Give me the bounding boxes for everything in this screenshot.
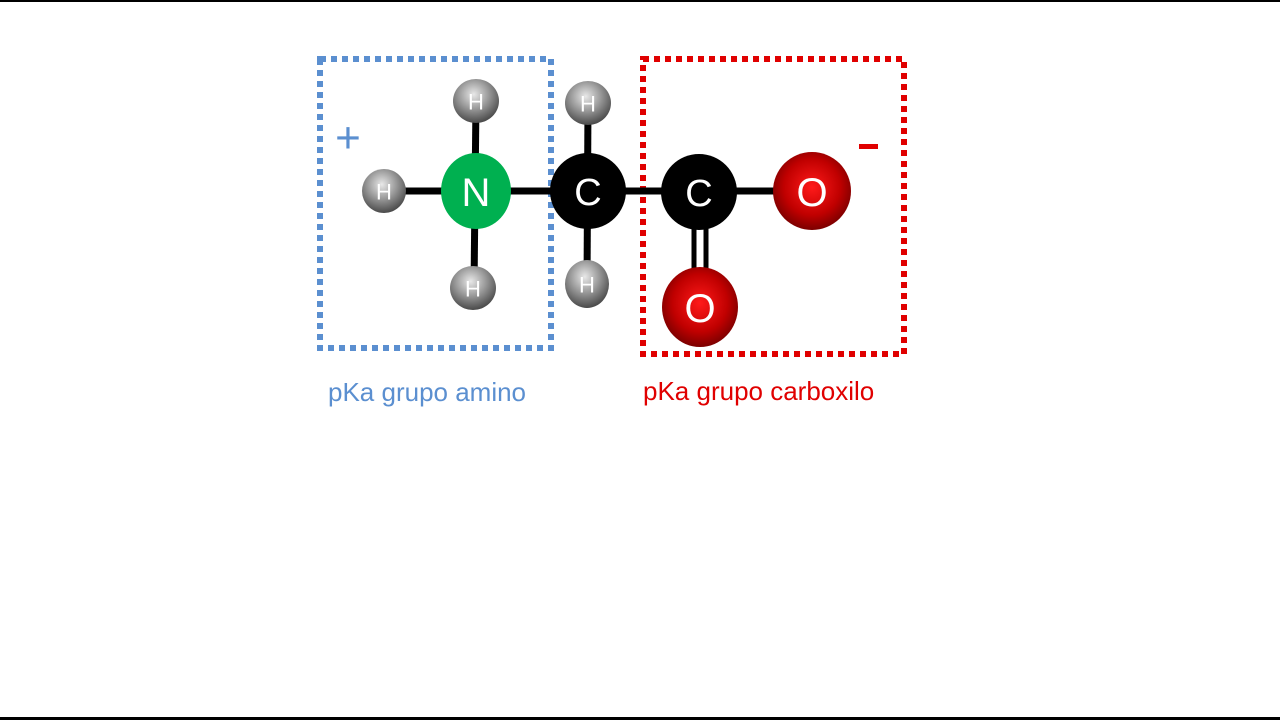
carbon-atom: C bbox=[550, 153, 626, 229]
oxygen-atom: O bbox=[773, 152, 851, 230]
negative-charge-mark bbox=[859, 144, 878, 149]
oxygen-atom: O bbox=[662, 267, 738, 347]
svg-text:N: N bbox=[462, 171, 491, 215]
carboxyl-group-label: pKa grupo carboxilo bbox=[643, 376, 875, 406]
nitrogen-atom: N bbox=[441, 153, 511, 229]
hydrogen-atom: H bbox=[565, 81, 611, 125]
svg-text:H: H bbox=[579, 273, 595, 298]
top-border bbox=[0, 0, 1280, 2]
svg-text:H: H bbox=[468, 90, 484, 115]
svg-text:O: O bbox=[684, 287, 715, 331]
amino-group-box bbox=[317, 56, 554, 351]
svg-text:O: O bbox=[796, 171, 827, 215]
svg-text:H: H bbox=[465, 277, 481, 302]
hydrogen-atom: H bbox=[565, 260, 609, 308]
amino-group-label: pKa grupo amino bbox=[328, 377, 527, 407]
carbon-atom: C bbox=[661, 154, 737, 230]
carboxyl-group-box bbox=[640, 56, 907, 357]
svg-text:H: H bbox=[580, 92, 596, 117]
hydrogen-atom: H bbox=[453, 79, 499, 123]
bottom-border bbox=[0, 717, 1280, 720]
hydrogen-atom: H bbox=[450, 266, 496, 310]
svg-text:H: H bbox=[376, 180, 392, 205]
hydrogen-atom: H bbox=[362, 169, 406, 213]
svg-text:C: C bbox=[574, 172, 601, 214]
positive-charge: + bbox=[335, 114, 361, 163]
svg-text:C: C bbox=[685, 173, 712, 215]
